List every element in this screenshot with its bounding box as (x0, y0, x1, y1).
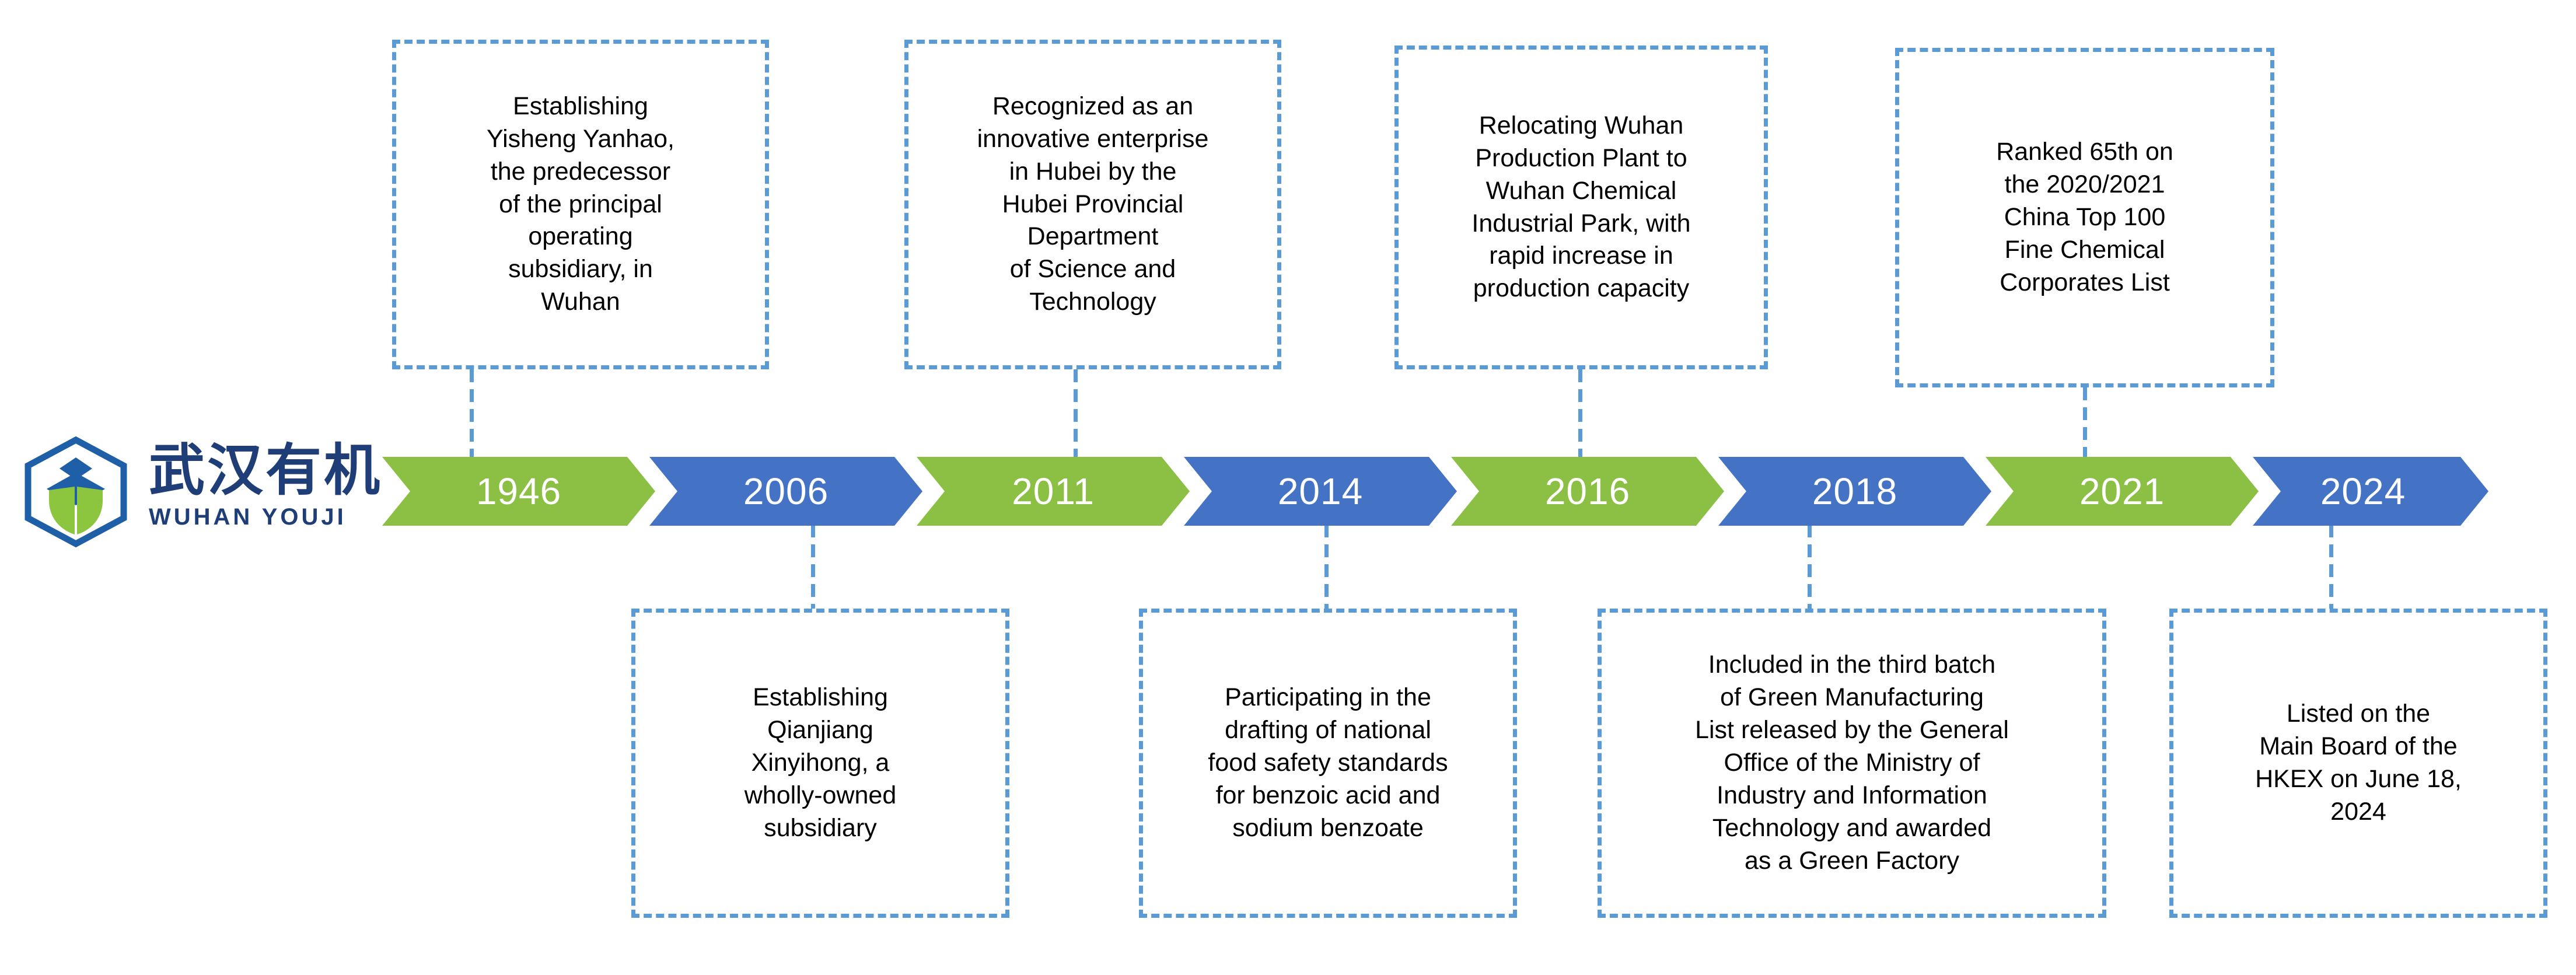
logo-wordmark: 武汉有机 WUHAN YOUJI (149, 442, 394, 547)
segment-shape (2253, 457, 2488, 526)
timeline-segment-2011[interactable]: 2011 (917, 457, 1190, 526)
callout-top-2011[interactable]: Recognized as an innovative enterprise i… (904, 40, 1281, 369)
callout-top-1946[interactable]: Establishing Yisheng Yanhao, the predece… (392, 40, 769, 369)
callout-bottom-2014[interactable]: Participating in the drafting of nationa… (1139, 609, 1517, 918)
callout-text: Establishing Qianjiang Xinyihong, a whol… (744, 683, 897, 842)
timeline-year-label: 2024 (2320, 470, 2406, 512)
callout-text: Ranked 65th on the 2020/2021 China Top 1… (1996, 138, 2173, 296)
connector-top-1946 (470, 369, 474, 458)
timeline-year-label: 2021 (2079, 470, 2165, 512)
timeline-segment-2021[interactable]: 2021 (1986, 457, 2259, 526)
connector-bottom-2006 (811, 525, 815, 612)
segment-shape (649, 457, 922, 526)
timeline-segment-2018[interactable]: 2018 (1718, 457, 1991, 526)
connector-top-2011 (1074, 369, 1078, 458)
segment-shape (1451, 457, 1724, 526)
logo-chinese-name: 武汉有机 (149, 438, 382, 503)
timeline-year-label: 2014 (1277, 470, 1364, 512)
connector-top-2021 (2083, 387, 2087, 458)
callout-text: Establishing Yisheng Yanhao, the predece… (487, 92, 674, 316)
segment-shape (1986, 457, 2259, 526)
callout-text: Participating in the drafting of nationa… (1208, 683, 1448, 842)
connector-bottom-2024 (2329, 525, 2333, 612)
timeline-segment-2024[interactable]: 2024 (2253, 457, 2488, 526)
timeline-year-label: 2018 (1812, 470, 1898, 512)
timeline-segment-2006[interactable]: 2006 (649, 457, 922, 526)
segment-shape (1184, 457, 1457, 526)
timeline-segment-2016[interactable]: 2016 (1451, 457, 1724, 526)
callout-top-2016[interactable]: Relocating Wuhan Production Plant to Wuh… (1394, 46, 1768, 369)
timeline-year-label: 2016 (1544, 470, 1631, 512)
segment-shape (1718, 457, 1991, 526)
timeline-bar: 1946 2006 2011 2014 (382, 457, 2488, 526)
logo-english-name: WUHAN YOUJI (149, 504, 347, 530)
callout-bottom-2018[interactable]: Included in the third batch of Green Man… (1598, 609, 2106, 918)
timeline-year-label: 2011 (1012, 470, 1095, 512)
connector-bottom-2018 (1808, 525, 1812, 612)
company-logo: 武汉有机 WUHAN YOUJI (23, 436, 394, 548)
timeline-segment-1946[interactable]: 1946 (382, 457, 655, 526)
callout-top-2021[interactable]: Ranked 65th on the 2020/2021 China Top 1… (1895, 48, 2274, 387)
timeline-year-label: 1946 (476, 470, 562, 512)
connector-top-2016 (1578, 369, 1582, 458)
hexagon-leaf-logo-icon (23, 436, 128, 548)
callout-text: Recognized as an innovative enterprise i… (977, 92, 1209, 316)
callout-bottom-2024[interactable]: Listed on the Main Board of the HKEX on … (2169, 609, 2547, 918)
timeline-year-label: 2006 (743, 470, 829, 512)
segment-shape (917, 457, 1190, 526)
connector-bottom-2014 (1324, 525, 1329, 612)
timeline-segment-2014[interactable]: 2014 (1184, 457, 1457, 526)
segment-shape (382, 457, 655, 526)
callout-text: Listed on the Main Board of the HKEX on … (2255, 700, 2462, 826)
callout-text: Relocating Wuhan Production Plant to Wuh… (1471, 111, 1691, 303)
callout-text: Included in the third batch of Green Man… (1695, 651, 2009, 875)
callout-bottom-2006[interactable]: Establishing Qianjiang Xinyihong, a whol… (631, 609, 1009, 918)
